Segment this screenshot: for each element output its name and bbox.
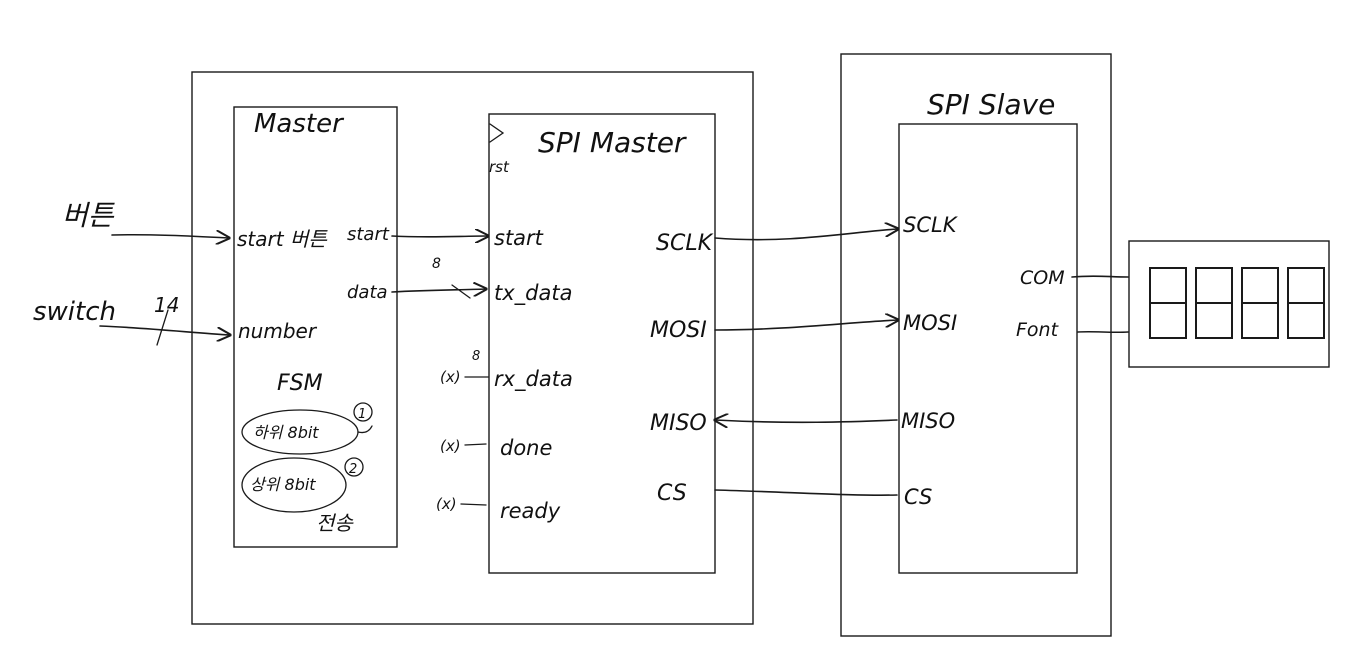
- top-module-box: [191, 71, 754, 625]
- start-wire: [391, 236, 488, 237]
- fsm-state-high-byte-label: 상위 8bit: [250, 475, 316, 494]
- fnd-digit-1: [1149, 267, 1187, 339]
- fsm-state-2-number: 2: [349, 462, 357, 477]
- spi-slave-title: SPI Slave: [927, 88, 1055, 121]
- spi-slave-block: [898, 123, 1078, 574]
- spi-master-port-tx-data: tx_data: [494, 281, 572, 306]
- fsm-state-high-byte: [241, 457, 347, 513]
- spi-slave-outer-box: [840, 53, 1112, 637]
- spi-slave-port-cs: CS: [904, 485, 932, 509]
- data-bus-slash: [451, 284, 471, 299]
- fsm-state-1-number: 1: [358, 407, 366, 422]
- spi-slave-port-com: COM: [1020, 267, 1065, 289]
- spi-master-port-cs: CS: [657, 481, 687, 506]
- data-wire: [391, 289, 486, 292]
- spi-master-port-rx-data: rx_data: [494, 367, 573, 392]
- font-wire: [1077, 330, 1129, 334]
- fnd-display-box: [1128, 240, 1330, 368]
- fsm-label: FSM: [277, 371, 323, 396]
- spi-slave-port-font: Font: [1016, 319, 1060, 341]
- spi-master-block: [488, 113, 716, 574]
- fnd-digit-4: [1287, 267, 1325, 339]
- switch-input-label: switch: [33, 297, 116, 327]
- sclk-wire: [714, 229, 898, 241]
- switch-bus-slash: [156, 309, 169, 346]
- mosi-wire: [714, 320, 898, 331]
- master-port-number: number: [238, 319, 318, 343]
- done-unused-mark: (x): [440, 437, 461, 455]
- spi-master-port-sclk: SCLK: [656, 231, 714, 256]
- fsm-send-note: 전송: [316, 511, 354, 535]
- spi-slave-port-mosi: MOSI: [903, 311, 957, 335]
- master-title: Master: [254, 109, 345, 139]
- fnd-digit-2: [1195, 267, 1233, 339]
- spi-master-port-ready: ready: [500, 499, 561, 523]
- spi-master-port-done: done: [500, 436, 552, 460]
- data-width-label: 8: [432, 256, 441, 272]
- rx-data-unused-mark: (x): [440, 368, 461, 386]
- fsm-state-1-tick: [357, 425, 373, 434]
- master-port-start-out: start: [347, 224, 390, 245]
- fsm-state-low-byte-label: 하위 8bit: [253, 423, 319, 442]
- spi-slave-port-sclk: SCLK: [903, 213, 959, 237]
- seven-segment-digits: [1149, 267, 1325, 339]
- button-wire: [111, 235, 229, 238]
- spi-master-port-start: start: [494, 226, 544, 250]
- spi-master-port-mosi: MOSI: [650, 318, 707, 343]
- spi-master-port-miso: MISO: [650, 411, 707, 436]
- spi-slave-port-miso: MISO: [901, 409, 955, 433]
- rst-label: rst: [489, 158, 510, 176]
- spi-master-title: SPI Master: [538, 126, 687, 159]
- rx-data-width-label: 8: [472, 349, 480, 364]
- cs-wire: [714, 489, 898, 496]
- master-port-start-button: start 버튼: [237, 227, 328, 251]
- com-wire: [1071, 275, 1129, 278]
- button-input-label: 버튼: [62, 199, 116, 232]
- ready-unused-mark: (x): [436, 495, 457, 513]
- clock-input-symbol: [489, 123, 505, 143]
- switch-wire: [99, 325, 230, 335]
- done-stub: [464, 443, 487, 446]
- fnd-digit-3: [1241, 267, 1279, 339]
- fsm-state-2-marker: [344, 457, 364, 477]
- miso-wire: [715, 420, 898, 422]
- master-block: [233, 106, 398, 548]
- ready-stub: [460, 503, 487, 506]
- master-port-data-out: data: [347, 282, 388, 303]
- fsm-state-1-marker: [353, 402, 373, 422]
